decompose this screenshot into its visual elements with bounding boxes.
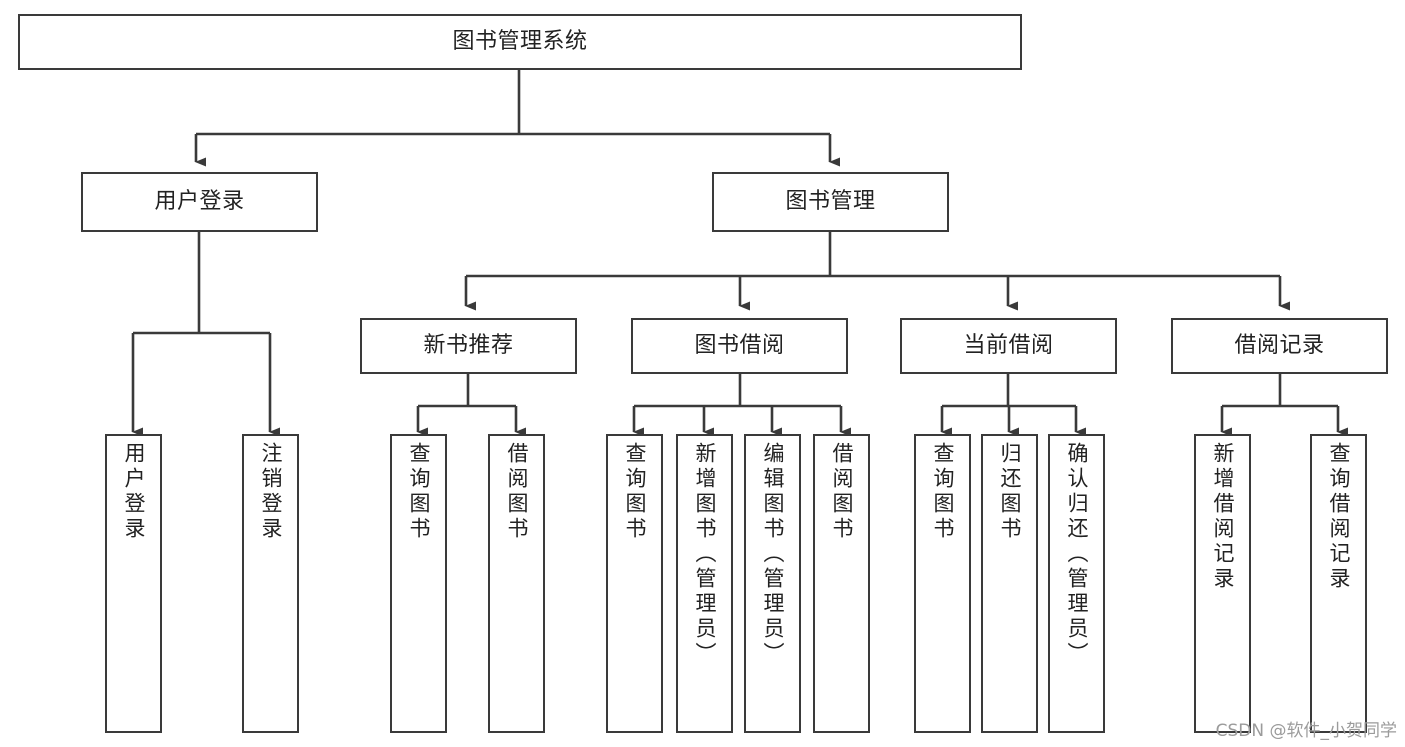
leaf-node-borrow-books-borrow[interactable]: 借阅图书 xyxy=(813,434,870,733)
leaf-node-logout-label: 注销登录 xyxy=(259,442,283,542)
leaf-node-search-borrowing-record-label: 查询借阅记录 xyxy=(1327,442,1351,592)
leaf-node-return-books[interactable]: 归还图书 xyxy=(981,434,1038,733)
node-borrowing-record[interactable]: 借阅记录 xyxy=(1171,318,1388,374)
leaf-node-add-book-admin-label: 新增图书（管理员） xyxy=(693,442,717,667)
leaf-node-search-books-current-label: 查询图书 xyxy=(931,442,955,542)
leaf-node-edit-book-admin[interactable]: 编辑图书（管理员） xyxy=(744,434,801,733)
node-current-borrowing-label: 当前借阅 xyxy=(963,332,1054,358)
node-book-borrowing-label: 图书借阅 xyxy=(694,332,785,358)
leaf-node-add-borrowing-record[interactable]: 新增借阅记录 xyxy=(1194,434,1251,733)
leaf-node-search-books-current[interactable]: 查询图书 xyxy=(914,434,971,733)
node-new-book-recommendation-label: 新书推荐 xyxy=(423,332,514,358)
node-root-label: 图书管理系统 xyxy=(452,28,588,54)
node-book-management[interactable]: 图书管理 xyxy=(712,172,949,232)
node-borrowing-record-label: 借阅记录 xyxy=(1234,332,1325,358)
leaf-node-logout[interactable]: 注销登录 xyxy=(242,434,299,733)
leaf-node-borrow-books-new-label: 借阅图书 xyxy=(505,442,529,542)
leaf-node-confirm-return-admin[interactable]: 确认归还（管理员） xyxy=(1048,434,1105,733)
leaf-node-borrow-books-new[interactable]: 借阅图书 xyxy=(488,434,545,733)
leaf-node-search-books-borrow-label: 查询图书 xyxy=(623,442,647,542)
leaf-node-borrow-books-borrow-label: 借阅图书 xyxy=(830,442,854,542)
node-current-borrowing[interactable]: 当前借阅 xyxy=(900,318,1117,374)
leaf-node-add-borrowing-record-label: 新增借阅记录 xyxy=(1211,442,1235,592)
leaf-node-user-login-label: 用户登录 xyxy=(122,442,146,542)
leaf-node-add-book-admin[interactable]: 新增图书（管理员） xyxy=(676,434,733,733)
node-book-management-label: 图书管理 xyxy=(785,188,876,214)
leaf-node-user-login[interactable]: 用户登录 xyxy=(105,434,162,733)
node-root-book-management-system[interactable]: 图书管理系统 xyxy=(18,14,1022,70)
node-user-login-label: 用户登录 xyxy=(154,188,245,214)
node-new-book-recommendation[interactable]: 新书推荐 xyxy=(360,318,577,374)
leaf-node-search-books-new-label: 查询图书 xyxy=(407,442,431,542)
node-book-borrowing[interactable]: 图书借阅 xyxy=(631,318,848,374)
leaf-node-search-books-borrow[interactable]: 查询图书 xyxy=(606,434,663,733)
leaf-node-search-borrowing-record[interactable]: 查询借阅记录 xyxy=(1310,434,1367,733)
leaf-node-edit-book-admin-label: 编辑图书（管理员） xyxy=(761,442,785,667)
leaf-node-search-books-new[interactable]: 查询图书 xyxy=(390,434,447,733)
leaf-node-return-books-label: 归还图书 xyxy=(998,442,1022,542)
node-user-login[interactable]: 用户登录 xyxy=(81,172,318,232)
leaf-node-confirm-return-admin-label: 确认归还（管理员） xyxy=(1065,442,1089,667)
